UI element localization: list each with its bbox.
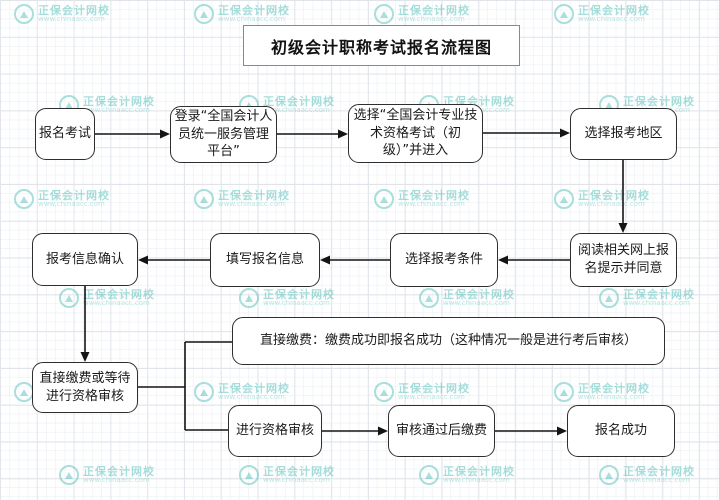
node-select-exam: 选择“全国会计专业技术资格考试（初级）”并进入: [348, 104, 483, 163]
arrowhead: [557, 426, 567, 436]
arrowhead: [378, 426, 388, 436]
arrowhead: [80, 352, 90, 362]
arrowhead: [498, 255, 508, 265]
node-select-condition: 选择报考条件: [390, 233, 498, 287]
arrowhead: [160, 129, 170, 139]
node-direct-pay: 直接缴费：缴费成功即报名成功（这种情况一般是进行考后审核）: [232, 317, 665, 365]
branch-lines: [138, 341, 232, 431]
arrowhead: [560, 128, 570, 138]
arrowhead: [618, 223, 628, 233]
node-pay-after-review: 审核通过后缴费: [388, 405, 495, 457]
node-select-region: 选择报考地区: [570, 108, 677, 160]
node-fill-info: 填写报名信息: [210, 233, 320, 287]
page-title: 初级会计职称考试报名流程图: [243, 25, 520, 66]
arrowhead: [338, 129, 348, 139]
arrowhead: [320, 255, 330, 265]
node-pay-or-wait-review: 直接缴费或等待进行资格审核: [32, 362, 138, 413]
node-read-notice: 阅读相关网上报名提示并同意: [570, 233, 677, 287]
node-qualification-review: 进行资格审核: [228, 405, 322, 457]
node-success: 报名成功: [567, 405, 675, 457]
node-start: 报名考试: [35, 108, 95, 160]
node-confirm-info: 报考信息确认: [32, 233, 138, 286]
arrowhead: [138, 255, 148, 265]
node-login-platform: 登录“全国会计人员统一服务管理平台”: [170, 106, 277, 163]
